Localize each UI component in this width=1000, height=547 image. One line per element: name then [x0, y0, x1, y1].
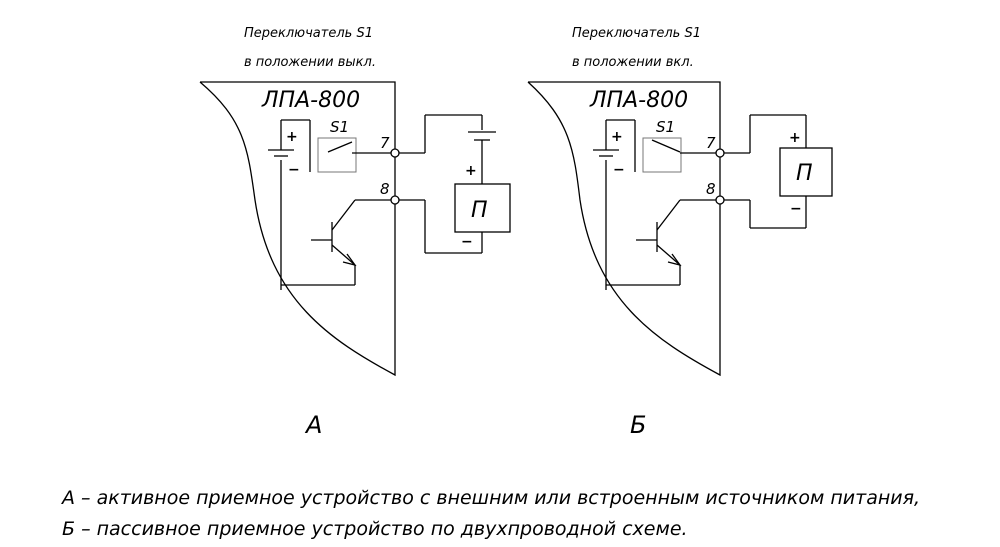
device-outline-a [199, 81, 396, 377]
scheme-label-b: Б [630, 411, 646, 439]
receiver-label-a: П [471, 198, 488, 223]
battery-plus-a: + [286, 129, 298, 145]
caption-a-line2: в положении выкл. [244, 55, 376, 70]
supply-plus-a: + [465, 163, 477, 179]
battery-plus-b: + [611, 129, 623, 145]
terminal-7-a [390, 148, 400, 158]
device-title-a: ЛПА-800 [261, 88, 360, 113]
pin7-a: 7 [380, 134, 390, 152]
receiver-minus-b: − [790, 201, 802, 217]
scheme-a [199, 81, 511, 377]
legend-b: Б – пассивное приемное устройство по дву… [62, 518, 688, 540]
battery-minus-a: − [288, 162, 300, 178]
terminal-8-a [390, 195, 400, 205]
caption-b-line1: Переключатель S1 [572, 26, 701, 41]
pin8-a: 8 [380, 180, 390, 198]
scheme-label-a: А [304, 411, 322, 439]
device-outline-b [527, 81, 721, 377]
switch-s1-a [317, 137, 357, 173]
legend-a: А – активное приемное устройство с внешн… [62, 487, 921, 509]
switch-s1-b [642, 137, 682, 173]
terminal-8-b [715, 195, 725, 205]
battery-minus-b: − [613, 162, 625, 178]
switch-label-a: S1 [330, 118, 349, 136]
receiver-label-b: П [796, 161, 813, 186]
receiver-minus-a: − [461, 234, 473, 250]
pin7-b: 7 [706, 134, 716, 152]
device-title-b: ЛПА-800 [589, 88, 688, 113]
caption-a-line1: Переключатель S1 [244, 26, 373, 41]
receiver-plus-b: + [789, 130, 801, 146]
switch-label-b: S1 [656, 118, 675, 136]
pin8-b: 8 [706, 180, 716, 198]
terminal-7-b [715, 148, 725, 158]
scheme-b [527, 81, 833, 377]
caption-b-line2: в положении вкл. [572, 55, 694, 70]
